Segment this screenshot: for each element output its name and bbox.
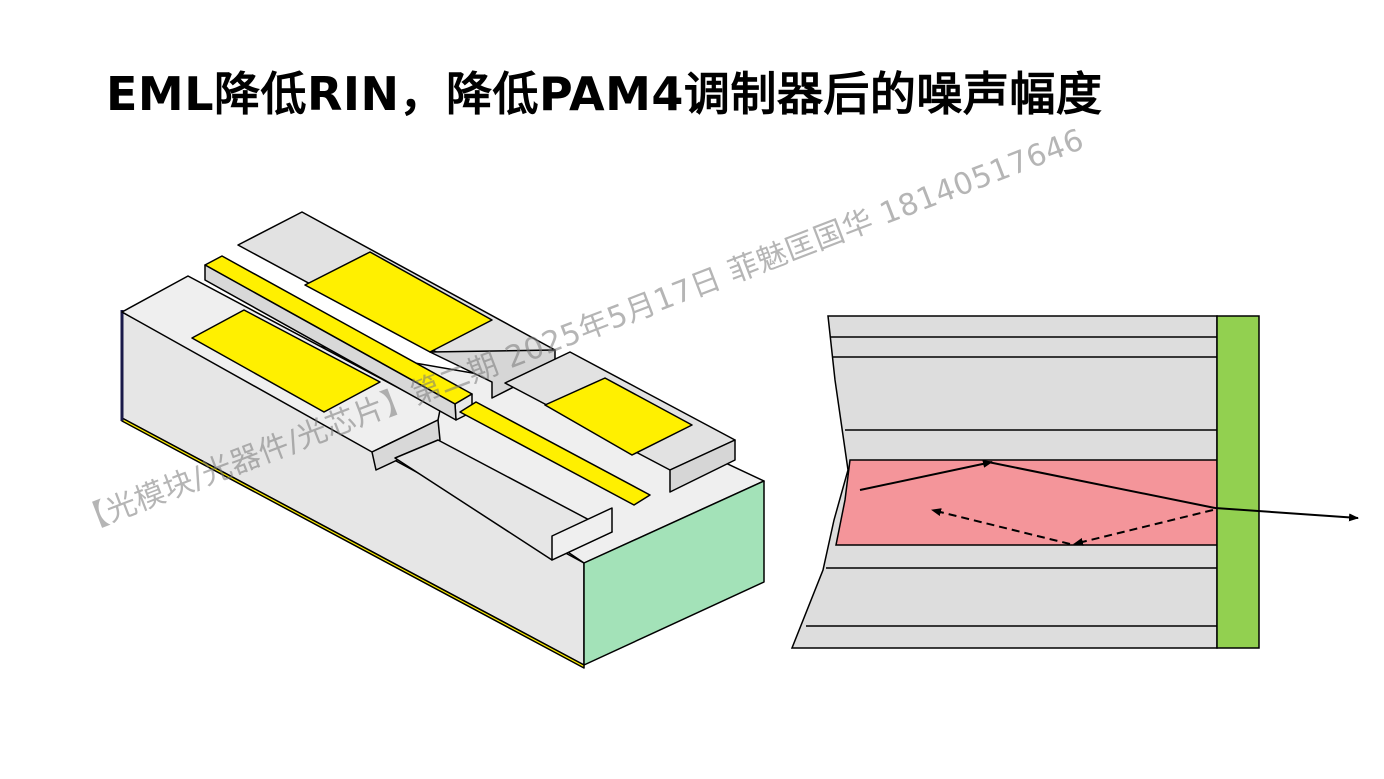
ray-output xyxy=(1214,507,1359,522)
active-waveguide-layer xyxy=(835,459,1218,546)
ray-reflected-2 xyxy=(931,508,1071,545)
right-back-yellow-pad xyxy=(304,251,493,353)
left-ridge-side xyxy=(371,419,441,471)
ray-forward-2 xyxy=(987,461,1216,509)
chip-end-facet xyxy=(583,480,765,666)
second-block-side xyxy=(669,439,736,493)
second-yellow-pad xyxy=(544,377,693,456)
cavity-cross-section xyxy=(790,315,1359,649)
lower-pedestal-side xyxy=(551,507,613,561)
slide-title: EML降低RIN，降低PAM4调制器后的噪声幅度 xyxy=(106,67,1103,121)
left-ridge-yellow-pad xyxy=(191,309,381,413)
eml-chip-diagram xyxy=(120,211,765,669)
output-facet xyxy=(1216,315,1260,649)
ray-forward xyxy=(859,459,993,491)
waveguide-ridge-face xyxy=(204,264,457,421)
second-ridge-top xyxy=(459,401,651,506)
ray-reflected xyxy=(1073,509,1214,546)
